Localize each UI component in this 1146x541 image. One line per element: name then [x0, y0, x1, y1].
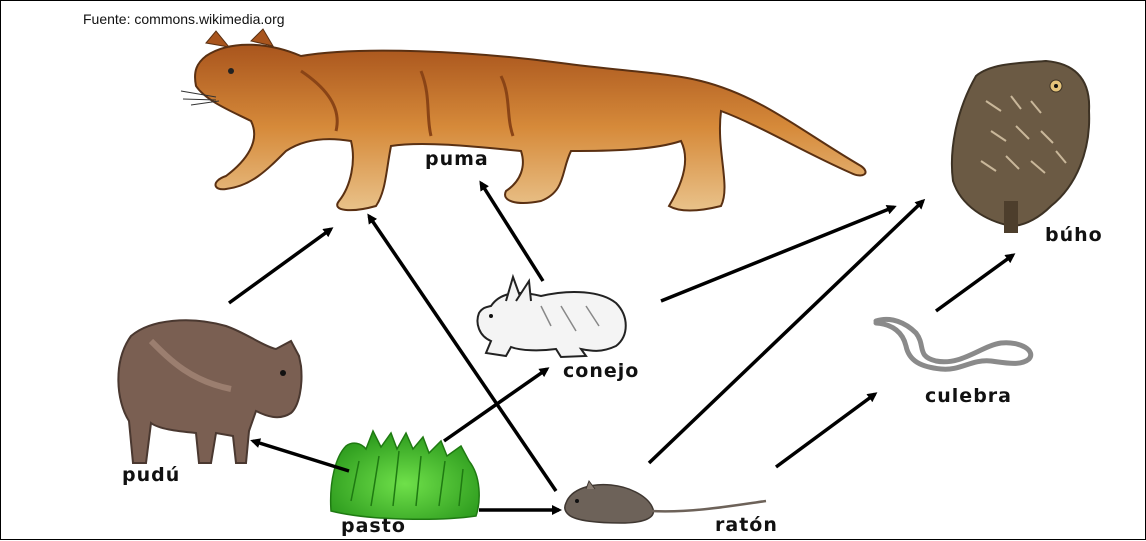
arrow-conejo-to-buho	[661, 207, 894, 301]
grass-illustration	[331, 431, 479, 519]
arrow-raton-to-culebra	[776, 394, 875, 467]
label-conejo: conejo	[563, 360, 639, 382]
puma-illustration	[181, 29, 866, 211]
snake-illustration	[876, 319, 1031, 369]
label-pudu: pudú	[122, 464, 180, 486]
label-puma: puma	[425, 148, 489, 170]
arrow-pasto-to-conejo	[444, 369, 547, 441]
pudu-illustration	[118, 320, 301, 463]
label-culebra: culebra	[925, 385, 1012, 407]
arrow-culebra-to-buho	[936, 255, 1013, 311]
arrow-pasto-to-pudu	[253, 441, 349, 471]
rabbit-illustration	[478, 277, 626, 357]
label-buho: búho	[1045, 224, 1103, 246]
arrow-raton-to-buho	[649, 201, 923, 463]
label-raton: ratón	[715, 514, 778, 536]
label-pasto: pasto	[341, 515, 406, 537]
arrow-pudu-to-puma	[229, 229, 331, 303]
owl-illustration	[952, 61, 1089, 233]
